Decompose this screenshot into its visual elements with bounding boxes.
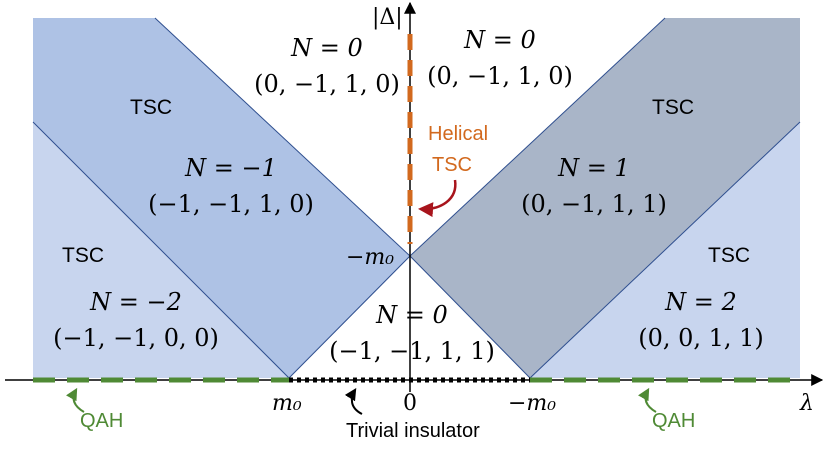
phase-bottom-n: N = 0 — [375, 301, 448, 329]
phase-top-left-tuple: (0, −1, 1, 0) — [254, 70, 400, 98]
tsc-label-left: TSC — [62, 244, 104, 267]
phase-upper-left-tuple: (−1, −1, 1, 0) — [148, 190, 314, 218]
phase-left: N = −2 (−1, −1, 0, 0) — [53, 288, 219, 352]
tick-neg-m0: −m₀ — [508, 391, 556, 416]
phase-bottom-tuple: (−1, −1, 1, 1) — [329, 337, 495, 365]
y-axis-label: |Δ| — [372, 5, 403, 30]
tick-m0: m₀ — [272, 391, 302, 416]
phase-right-tuple: (0, 0, 1, 1) — [638, 324, 764, 352]
phase-top-right: N = 0 (0, −1, 1, 0) — [427, 26, 573, 90]
phase-bottom: N = 0 (−1, −1, 1, 1) — [329, 301, 495, 365]
tick-zero: 0 — [403, 391, 417, 416]
phase-right: N = 2 (0, 0, 1, 1) — [638, 288, 764, 352]
tsc-label-right: TSC — [708, 244, 750, 267]
helical-arrow — [418, 179, 457, 218]
phase-top-left: N = 0 (0, −1, 1, 0) — [254, 34, 400, 98]
trivial-label: Trivial insulator — [346, 420, 480, 442]
qah-arrow-right — [638, 387, 657, 413]
phase-top-left-n: N = 0 — [290, 34, 363, 62]
phase-upper-right-n: N = 1 — [557, 154, 630, 182]
phase-boundaries — [32, 17, 801, 379]
x-axis-label: λ — [799, 391, 814, 416]
phase-top-right-tuple: (0, −1, 1, 0) — [427, 62, 573, 90]
helical-label-line2: TSC — [432, 154, 472, 176]
region-upper-right-tsc — [410, 18, 800, 378]
region-upper-left-tsc — [33, 18, 410, 378]
tsc-label-upper-right: TSC — [652, 96, 694, 119]
phase-left-tuple: (−1, −1, 0, 0) — [53, 324, 219, 352]
qah-arrow-left — [66, 387, 85, 413]
phase-upper-left-n: N = −1 — [184, 154, 277, 182]
phase-upper-right: N = 1 (0, −1, 1, 1) — [521, 154, 667, 218]
phase-top-right-n: N = 0 — [463, 26, 536, 54]
qah-label-right: QAH — [652, 410, 695, 432]
helical-label-line1: Helical — [428, 123, 488, 145]
phase-upper-left: N = −1 (−1, −1, 1, 0) — [148, 154, 314, 218]
tsc-label-upper-left: TSC — [130, 96, 172, 119]
phase-upper-right-tuple: (0, −1, 1, 1) — [521, 190, 667, 218]
phase-right-n: N = 2 — [664, 288, 737, 316]
tick-neg-m0-y: −m₀ — [346, 245, 394, 270]
qah-label-left: QAH — [80, 410, 123, 432]
trivial-arrow — [344, 387, 363, 415]
phase-left-n: N = −2 — [89, 288, 182, 316]
